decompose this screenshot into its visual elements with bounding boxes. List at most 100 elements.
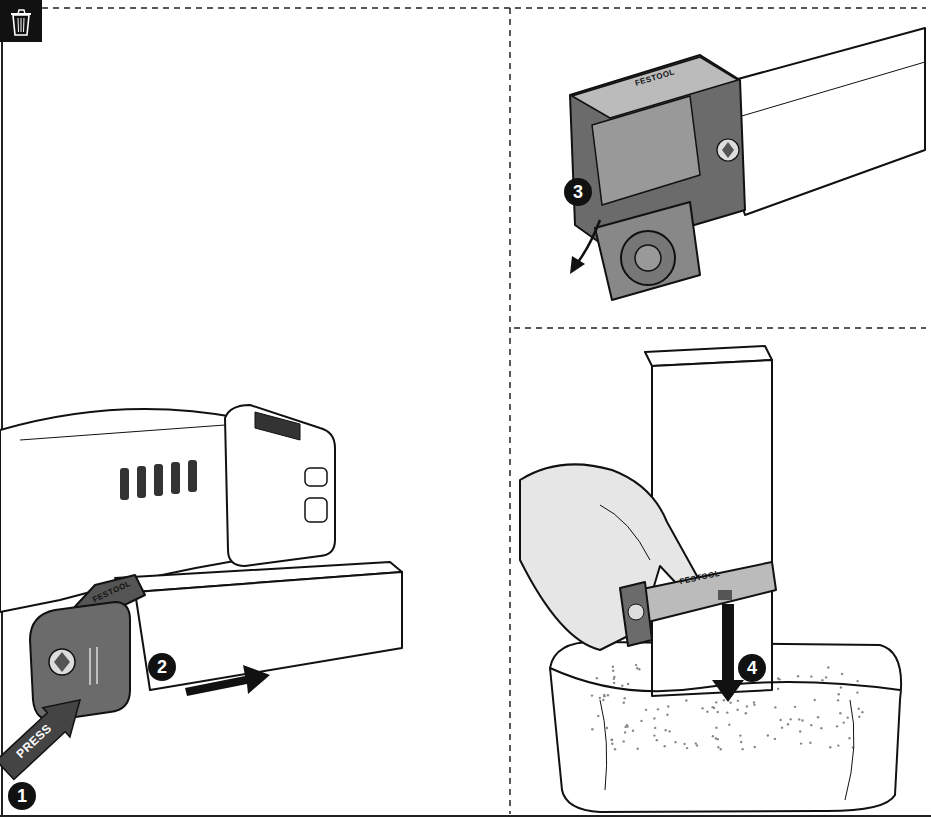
dust-speck: [686, 747, 688, 749]
dust-speck: [717, 746, 719, 748]
dust-speck: [777, 688, 779, 690]
dust-speck: [621, 685, 623, 687]
dust-speck: [626, 724, 628, 726]
dust-speck: [856, 680, 858, 682]
dust-speck: [715, 737, 717, 739]
dust-speck: [848, 737, 850, 739]
dust-speck: [810, 675, 812, 677]
dust-speck: [623, 697, 625, 699]
dust-container: [30, 562, 402, 720]
dust-speck: [781, 726, 783, 728]
dust-speck: [754, 746, 756, 748]
dust-speck: [640, 720, 642, 722]
callout-number: 1: [8, 782, 36, 810]
dust-speck: [778, 678, 780, 680]
dust-speck: [801, 719, 803, 721]
dust-speck: [836, 725, 838, 727]
dust-speck: [636, 667, 638, 669]
dust-speck: [611, 739, 613, 741]
dust-speck: [607, 694, 609, 696]
dust-speck: [613, 676, 615, 678]
dust-speck: [846, 716, 848, 718]
dust-speck: [739, 734, 741, 736]
dust-speck: [599, 697, 601, 699]
dust-speck: [653, 734, 655, 736]
dust-speck: [717, 711, 719, 713]
callout-number: 2: [148, 653, 176, 681]
open-lid: [620, 562, 776, 646]
dust-speck: [614, 748, 616, 750]
dust-speck: [664, 729, 666, 731]
dust-speck: [674, 741, 676, 743]
dust-speck: [720, 748, 722, 750]
dust-speck: [612, 670, 614, 672]
dust-speck: [837, 744, 839, 746]
hand: [520, 464, 703, 650]
press-arrow: [0, 700, 80, 780]
dust-speck: [736, 709, 738, 711]
dust-speck: [728, 724, 730, 726]
dust-speck: [840, 686, 842, 688]
container-cap: [570, 55, 745, 300]
dust-speck: [729, 702, 731, 704]
callout-number: 4: [738, 654, 766, 682]
dust-speck: [663, 745, 665, 747]
dust-speck: [797, 675, 799, 677]
dust-speck: [602, 699, 604, 701]
dust-speck: [745, 712, 747, 714]
dust-speck: [638, 668, 640, 670]
dust-speck: [657, 708, 659, 710]
dust-speck: [799, 730, 801, 732]
rotate-arrow: [570, 220, 600, 274]
dust-speck: [611, 743, 613, 745]
dust-speck: [597, 715, 599, 717]
dust-speck: [632, 729, 634, 731]
dust-speck: [746, 705, 748, 707]
dust-speck: [827, 666, 829, 668]
dust-speck: [706, 711, 708, 713]
dust-speck: [779, 719, 781, 721]
dust-speck: [668, 730, 670, 732]
dust-speck: [712, 735, 714, 737]
dust-speck: [695, 742, 697, 744]
dust-speck: [794, 706, 796, 708]
dust-speck: [656, 739, 658, 741]
dust-speck: [856, 691, 858, 693]
dust-speck: [653, 717, 655, 719]
dust-speck: [841, 673, 843, 675]
dust-speck: [701, 707, 703, 709]
brand-label: FESTOOL: [92, 580, 133, 605]
dust-speck: [837, 699, 839, 701]
dust-speck: [858, 716, 860, 718]
callout-number: 3: [564, 178, 592, 206]
dust-speck: [839, 712, 841, 714]
dust-speck: [843, 721, 845, 723]
dust-speck: [667, 705, 669, 707]
dust-speck: [610, 739, 612, 741]
dust-speck: [814, 699, 816, 701]
dust-speck: [715, 701, 717, 703]
dust-speck: [596, 677, 598, 679]
dust-speck: [635, 664, 637, 666]
dust-speck: [810, 724, 812, 726]
dust-speck: [715, 727, 717, 729]
dust-speck: [685, 699, 687, 701]
dust-speck: [612, 666, 614, 668]
brand-label: FESTOOL: [634, 68, 676, 88]
dust-speck: [817, 716, 819, 718]
dust-speck: [712, 706, 714, 708]
dust-speck: [809, 742, 811, 744]
dust-speck: [825, 676, 827, 678]
dust-speck: [767, 734, 769, 736]
dust-speck: [726, 711, 728, 713]
dust-speck: [723, 699, 725, 701]
dust-speck: [654, 727, 656, 729]
dust-speck: [683, 743, 685, 745]
dust-speck: [613, 682, 615, 684]
dust-speck: [740, 741, 742, 743]
dust-speck: [861, 711, 863, 713]
brand-label: FESTOOL: [679, 570, 721, 586]
dust-speck: [741, 748, 743, 750]
dust-speck: [591, 694, 593, 696]
